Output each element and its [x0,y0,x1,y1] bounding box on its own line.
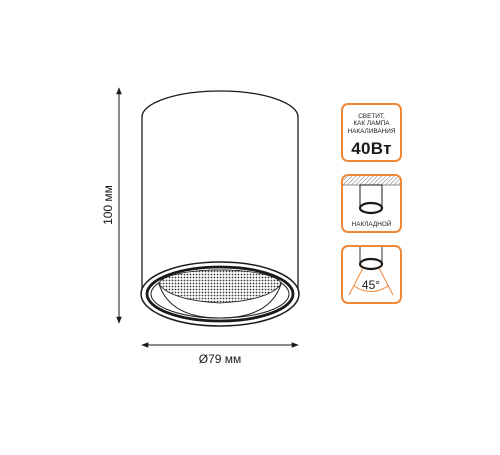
beam-angle-label: 45° [362,278,380,292]
beam-angle-icon: 45° [348,247,394,296]
power-caption-line-2: КАК ЛАМПА [353,120,390,128]
surface-mounted-lamp-icon [343,176,400,215]
power-value: 40Вт [351,139,392,158]
surface-mount-badge: НАКЛАДНОЙ [341,174,402,233]
diameter-label: Ø79 мм [199,352,242,366]
surface-mount-label: НАКЛАДНОЙ [351,221,392,228]
power-caption-line-1: СВЕТИТ, [358,113,385,120]
power-equivalent-badge: СВЕТИТ, КАК ЛАМПА НАКАЛИВАНИЯ 40Вт [341,103,402,162]
power-caption: СВЕТИТ, КАК ЛАМПА НАКАЛИВАНИЯ [343,113,400,135]
lamp-body [140,90,300,327]
height-label: 100 мм [101,185,115,225]
power-caption-line-3: НАКАЛИВАНИЯ [347,127,396,135]
beam-angle-badge: 45° [341,245,402,304]
